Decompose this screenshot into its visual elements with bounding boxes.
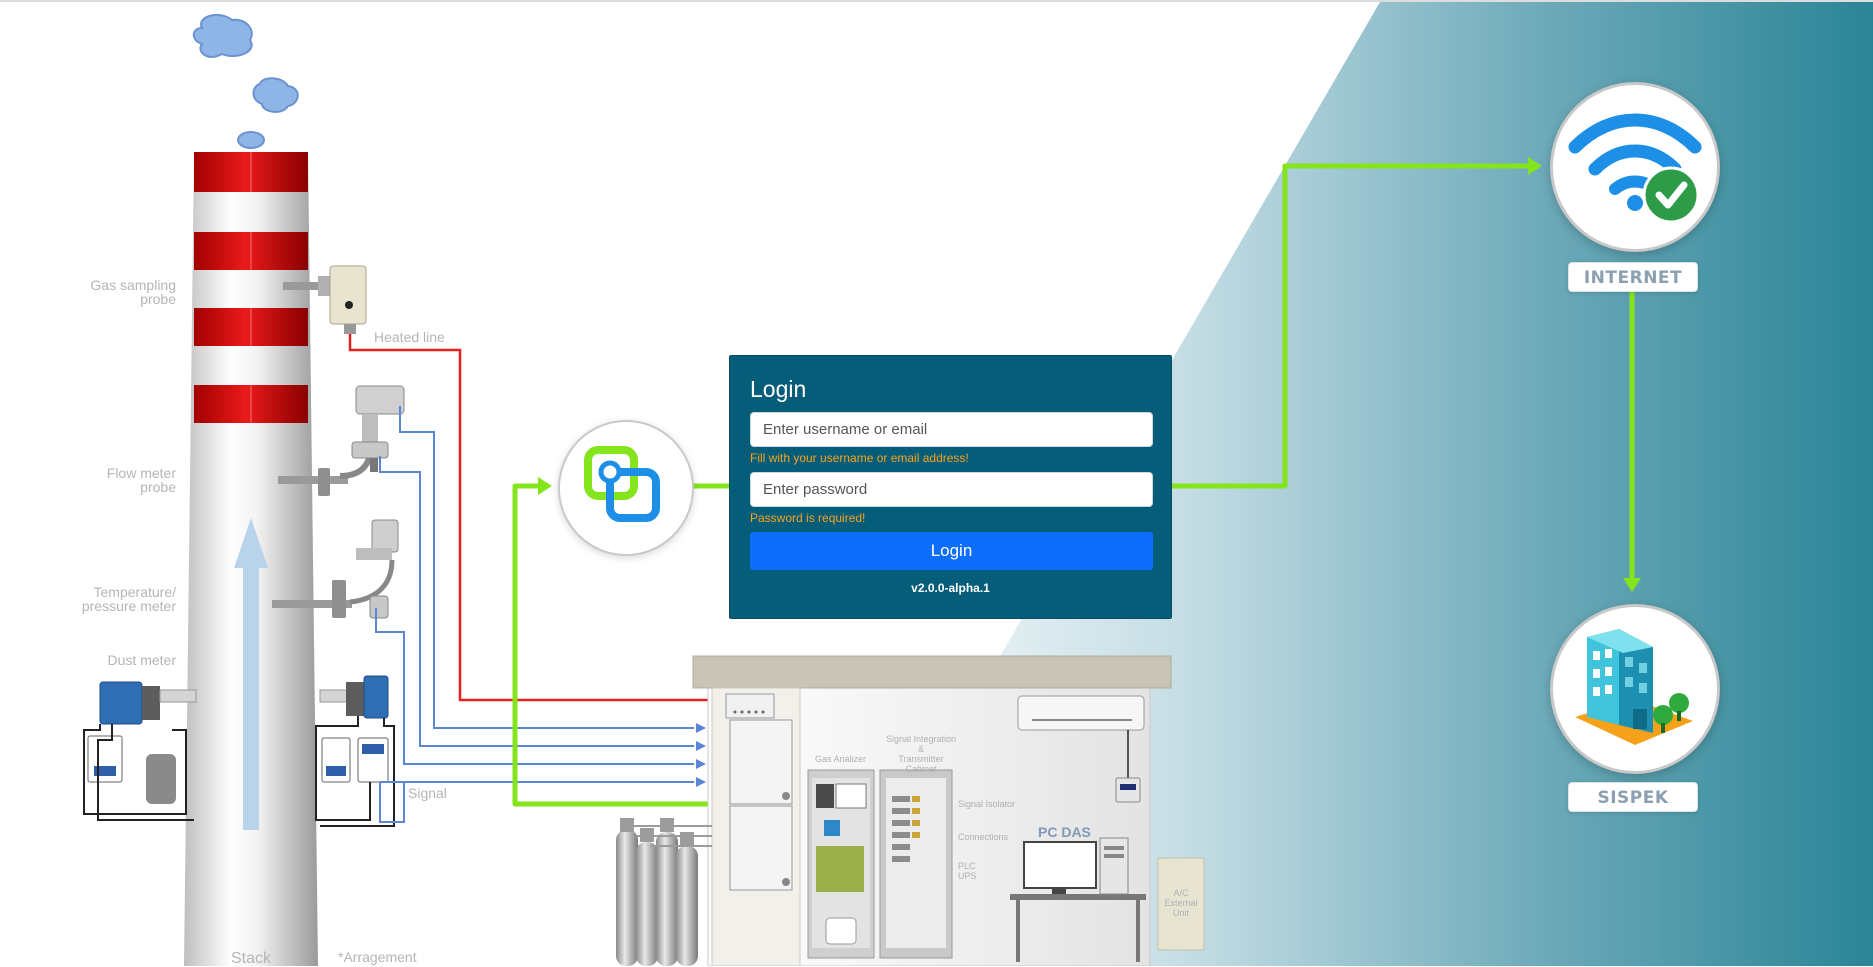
login-title: Login xyxy=(750,376,807,402)
office-building-icon xyxy=(1575,629,1693,745)
arrangement-note: *Arragement xyxy=(338,949,417,965)
username-hint: Fill with your username or email address… xyxy=(750,451,969,465)
gas-cylinders xyxy=(616,818,712,966)
linked-squares-icon xyxy=(584,446,660,522)
das-shelter xyxy=(616,655,1205,966)
version-label: v2.0.0-alpha.1 xyxy=(911,581,990,595)
temperature-pressure-meter xyxy=(272,519,399,619)
signal-label: Signal xyxy=(408,785,447,801)
login-panel: Login Fill with your username or email a… xyxy=(729,355,1172,619)
dust-meter-right xyxy=(315,675,395,827)
heated-line-label: Heated line xyxy=(374,329,445,345)
smoke-puffs xyxy=(192,13,299,149)
gas-analizer-label: Gas Analizer xyxy=(815,754,867,764)
sispek-node xyxy=(1550,604,1720,774)
flow-meter-probe xyxy=(278,385,405,496)
signal-lines xyxy=(375,406,694,823)
internet-node xyxy=(1550,82,1720,252)
stack xyxy=(184,152,318,966)
heated-line xyxy=(348,334,748,702)
signal-isolator-label: Signal Isolator xyxy=(958,799,1016,809)
password-input[interactable] xyxy=(750,472,1153,507)
password-hint: Password is required! xyxy=(750,511,866,525)
pc-das-label: PC DAS xyxy=(1038,824,1091,840)
temperature-pressure-label: Temperature/pressure meter xyxy=(81,584,176,614)
dust-meter-label: Dust meter xyxy=(107,652,176,668)
connections-label: Connections xyxy=(958,832,1009,842)
app-logo xyxy=(558,420,694,556)
gas-sampling-probe xyxy=(283,265,367,334)
data-flow-lines xyxy=(512,163,1635,807)
signal-integration-label: Signal Integration&Transmitter Cabinet xyxy=(885,734,957,774)
wifi-check-icon xyxy=(1568,113,1702,224)
dust-meter-left xyxy=(83,681,197,821)
login-button[interactable]: Login xyxy=(750,532,1153,570)
stack-label: Stack xyxy=(231,950,272,967)
sispek-label: SISPEK xyxy=(1568,782,1698,812)
internet-label: INTERNET xyxy=(1568,262,1698,292)
username-input[interactable] xyxy=(750,412,1153,447)
